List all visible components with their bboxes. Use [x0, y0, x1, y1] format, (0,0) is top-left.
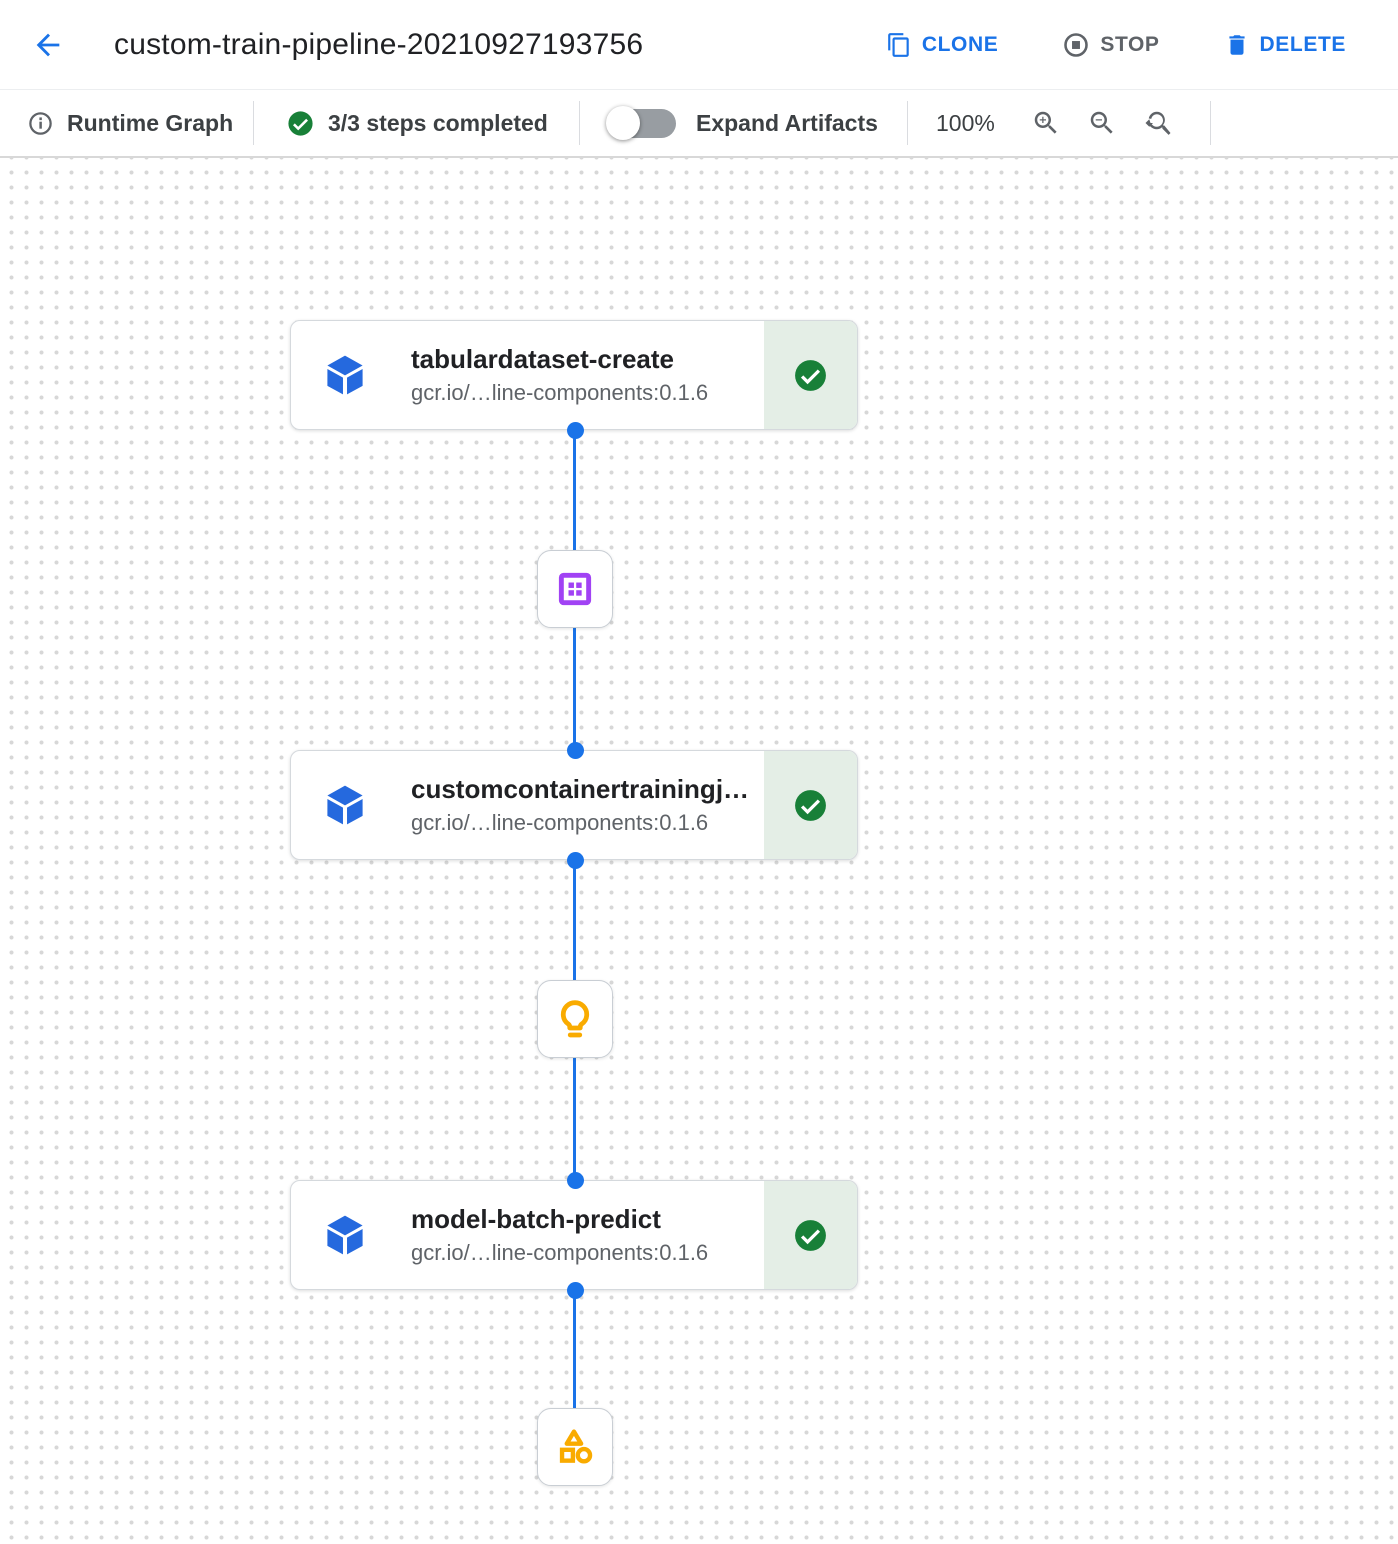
check-circle-icon	[795, 1219, 826, 1251]
node-title: tabulardataset-create	[411, 344, 674, 374]
node-title: model-batch-predict	[411, 1204, 661, 1234]
component-cube-icon	[323, 353, 367, 397]
dataset-icon	[554, 568, 596, 610]
component-cube-icon	[323, 783, 367, 827]
connector-dot	[567, 1172, 584, 1189]
zoom-reset-button[interactable]	[1143, 108, 1173, 138]
zoom-reset-icon	[1143, 108, 1173, 138]
artifact-node-model[interactable]	[537, 980, 613, 1058]
zoom-out-icon	[1087, 108, 1117, 138]
pipeline-graph-canvas[interactable]: tabulardataset-create gcr.io/…line-compo…	[0, 158, 1398, 1542]
model-icon	[553, 997, 597, 1041]
edge-node3-artifact3	[573, 1290, 576, 1448]
toolbar-divider	[253, 101, 254, 145]
delete-label: DELETE	[1259, 32, 1346, 56]
pipeline-node-model-batch-predict[interactable]: model-batch-predict gcr.io/…line-compone…	[290, 1180, 858, 1290]
steps-status-label: 3/3 steps completed	[328, 109, 548, 136]
header: custom-train-pipeline-20210927193756 CLO…	[0, 0, 1398, 90]
clone-label: CLONE	[921, 32, 999, 56]
zoom-controls-group: 100%	[908, 90, 1210, 156]
stop-icon	[1062, 31, 1090, 59]
artifact-icon	[554, 1426, 596, 1468]
clone-icon	[886, 32, 912, 58]
toggle-thumb	[606, 106, 640, 140]
delete-button[interactable]: DELETE	[1224, 32, 1346, 58]
stop-button[interactable]: STOP	[1062, 31, 1159, 59]
connector-dot	[567, 1282, 584, 1299]
artifact-node-batch-prediction[interactable]	[537, 1408, 613, 1486]
graph-toolbar: Runtime Graph 3/3 steps completed Expand…	[0, 90, 1398, 158]
zoom-out-button[interactable]	[1087, 108, 1117, 138]
check-circle-icon	[795, 359, 826, 391]
clone-button[interactable]: CLONE	[886, 32, 999, 58]
node-text: model-batch-predict gcr.io/…line-compone…	[411, 1204, 708, 1266]
node-image-path: gcr.io/…line-components:0.1.6	[411, 1240, 709, 1265]
back-button[interactable]	[30, 27, 66, 63]
status-badge	[764, 751, 857, 859]
info-icon[interactable]	[27, 110, 54, 137]
check-circle-icon	[286, 109, 315, 138]
node-text: customcontainertrainingj… gcr.io/…line-c…	[411, 774, 749, 836]
connector-dot	[567, 422, 584, 439]
stop-label: STOP	[1100, 32, 1160, 56]
status-badge	[764, 321, 857, 429]
artifact-node-dataset[interactable]	[537, 550, 613, 628]
steps-status-group: 3/3 steps completed	[254, 90, 579, 156]
toolbar-divider	[1210, 101, 1211, 145]
component-cube-icon	[323, 1213, 367, 1257]
zoom-in-button[interactable]	[1031, 108, 1061, 138]
node-title: customcontainertrainingj…	[411, 774, 750, 804]
connector-dot	[567, 742, 584, 759]
header-actions: CLONE STOP DELETE	[886, 31, 1346, 59]
zoom-level: 100%	[936, 109, 995, 136]
toolbar-divider	[907, 101, 908, 145]
pipeline-node-customcontainertrainingjob[interactable]: customcontainertrainingj… gcr.io/…line-c…	[290, 750, 858, 860]
node-image-path: gcr.io/…line-components:0.1.6	[411, 380, 709, 405]
status-badge	[764, 1181, 857, 1289]
expand-artifacts-toggle[interactable]	[606, 105, 676, 141]
check-circle-icon	[795, 789, 826, 821]
toolbar-divider	[579, 101, 580, 145]
pipeline-node-tabulardataset-create[interactable]: tabulardataset-create gcr.io/…line-compo…	[290, 320, 858, 430]
page-title: custom-train-pipeline-20210927193756	[114, 27, 644, 61]
connector-dot	[567, 852, 584, 869]
delete-icon	[1224, 32, 1250, 58]
runtime-graph-group: Runtime Graph	[0, 90, 253, 156]
runtime-graph-label: Runtime Graph	[67, 109, 234, 136]
arrow-back-icon	[31, 28, 65, 62]
zoom-in-icon	[1031, 108, 1061, 138]
expand-artifacts-label: Expand Artifacts	[696, 109, 878, 136]
node-text: tabulardataset-create gcr.io/…line-compo…	[411, 344, 708, 406]
node-image-path: gcr.io/…line-components:0.1.6	[411, 810, 709, 835]
expand-artifacts-group: Expand Artifacts	[580, 90, 907, 156]
